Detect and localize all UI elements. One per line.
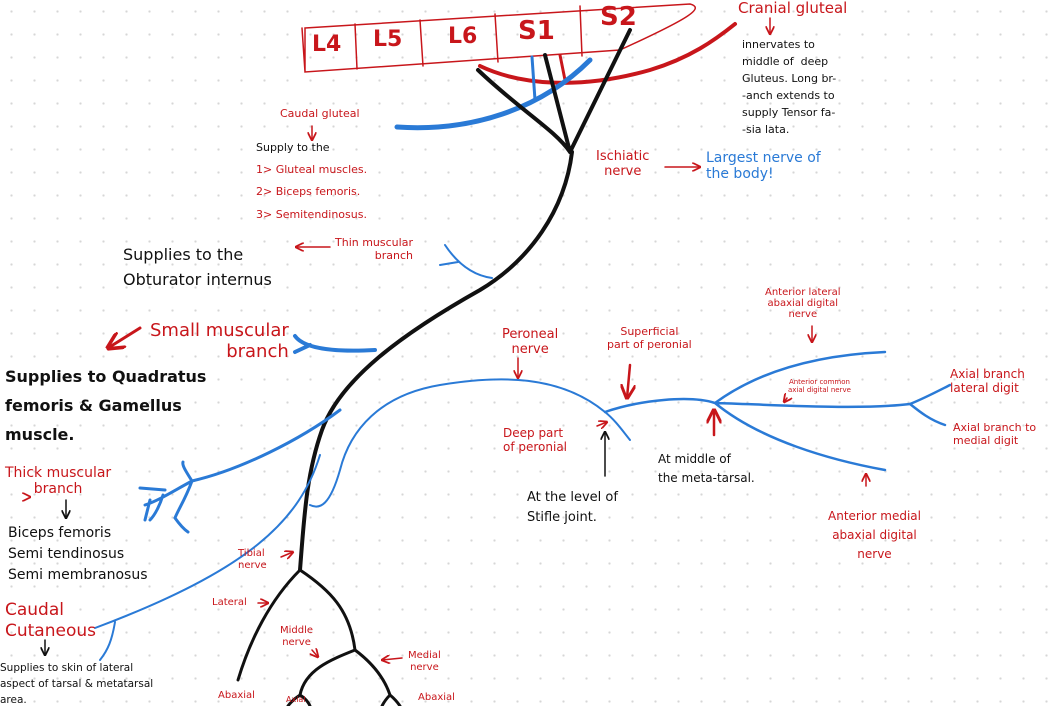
- middle-nerve-label: Middle nerve: [280, 625, 314, 648]
- vertebra-s1: S1: [518, 16, 555, 46]
- tibial-nerve-branches: [236, 568, 402, 706]
- vertebra-dividers: [354, 5, 583, 70]
- abaxial-right-label: Abaxial: [418, 692, 455, 703]
- abaxial-left-label: Abaxial: [218, 690, 255, 701]
- medial-nerve-label: Medial nerve: [408, 650, 441, 673]
- thick-muscular-label: Thick muscular branch: [5, 465, 112, 498]
- caudal-cutaneous-nerve: [94, 454, 321, 661]
- anterior-medial-abaxial-label: Anterior medial abaxial digital nerve: [828, 509, 921, 561]
- caudal-gluteal-intro: Supply to the: [256, 141, 330, 154]
- ischiatic-label: Ischiatic nerve: [596, 149, 650, 179]
- superficial-peroneal-label: Superficial part of peronial: [607, 325, 692, 351]
- vertebra-l6: L6: [448, 24, 478, 49]
- thick-muscular-branch: [138, 408, 342, 534]
- anterior-common-axial-label: Anterior common axial digital nerve: [788, 378, 851, 394]
- caudal-gluteal-item: 2> Biceps femoris.: [256, 185, 361, 198]
- caudal-cutaneous-label: Caudal Cutaneous: [5, 600, 96, 641]
- cranial-gluteal-label: Cranial gluteal: [738, 0, 848, 17]
- ischiatic-note: Largest nerve of the body!: [706, 150, 821, 183]
- thin-muscular-branch: [439, 244, 493, 279]
- lateral-label: Lateral: [212, 597, 247, 608]
- vertebra-s2: S2: [600, 2, 637, 32]
- axial-medial-digit-label: Axial branch to medial digit: [953, 421, 1037, 447]
- thin-muscular-label: Thin muscular branch: [335, 236, 413, 262]
- anterior-lateral-abaxial-label: Anterior lateral abaxial digital nerve: [765, 287, 841, 320]
- deep-peroneal-label: Deep part of peronial: [503, 426, 568, 454]
- vertebra-l5: L5: [373, 27, 403, 52]
- vertebra-l4: L4: [312, 32, 342, 57]
- thick-muscular-note: Biceps femoris Semi tendinosus Semi memb…: [8, 525, 148, 583]
- cranial-gluteal-nerve: [478, 22, 737, 85]
- metatarsal-note: At middle of the meta-tarsal.: [658, 452, 755, 485]
- tibial-nerve-label: Tibial nerve: [238, 548, 267, 571]
- caudal-gluteal-label: Caudal gluteal: [280, 107, 360, 120]
- peroneal-nerve: [309, 378, 631, 508]
- stifle-note: At the level of Stifle joint.: [527, 490, 618, 525]
- peroneal-nerve-label: Peroneal nerve: [502, 327, 559, 357]
- caudal-gluteal-item: 1> Gluteal muscles.: [256, 163, 368, 176]
- axial-label: Axial: [286, 695, 306, 704]
- small-muscular-note: Supplies to Quadratus femoris & Gamellus…: [5, 367, 207, 444]
- caudal-gluteal-item: 3> Semitendinosus.: [256, 208, 367, 221]
- caudal-gluteal-nerve: [394, 57, 593, 131]
- axial-lateral-digit-label: Axial branch lateral digit: [950, 367, 1025, 395]
- superficial-peroneal-nerve: [603, 350, 952, 472]
- cranial-gluteal-note: innervates to middle of deep Gluteus. Lo…: [742, 38, 837, 136]
- ischiatic-nerve: [298, 28, 632, 572]
- thin-muscular-note: Supplies to the Obturator internus: [123, 245, 272, 289]
- small-muscular-branch: [293, 334, 377, 354]
- caudal-cutaneous-note: Supplies to skin of lateral aspect of ta…: [0, 662, 154, 706]
- small-muscular-label: Small muscular branch: [150, 320, 289, 362]
